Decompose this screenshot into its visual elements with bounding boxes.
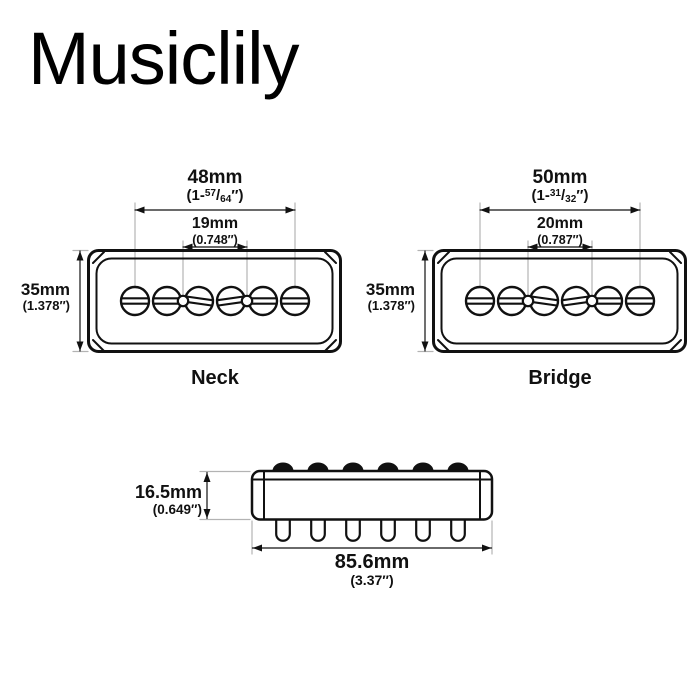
- neck-cover-inner: [95, 257, 334, 345]
- side-height-inch: (0.649″): [152, 502, 202, 518]
- bridge-pole-span-dimension: 50mm (1-31/32″): [460, 167, 660, 205]
- mounting-hole: [240, 294, 254, 308]
- side-extension-lines: [199, 470, 493, 555]
- bridge-pole-span-inch: (1-31/32″): [531, 187, 589, 206]
- bridge-cover-inner: [440, 257, 679, 345]
- neck-height-dimension: 35mm (1.378″): [0, 280, 70, 314]
- pole-screw-5: [247, 285, 279, 317]
- side-dimension-lines: [203, 471, 493, 552]
- side-length-mm: 85.6mm: [334, 551, 410, 573]
- neck-height-inch: (1.378″): [22, 298, 70, 314]
- bridge-height-dimension: 35mm (1.378″): [330, 280, 415, 314]
- neck-cover-outer: [87, 249, 342, 353]
- mounting-hole: [585, 294, 599, 308]
- neck-pole-span-mm: 48mm: [187, 167, 243, 188]
- neck-pole-span-inch: (1-57/64″): [186, 187, 244, 206]
- bridge-cover-outer: [432, 249, 687, 353]
- bridge-pole-span-mm: 50mm: [532, 167, 588, 188]
- side-body-outline: [250, 469, 494, 521]
- bridge-hole-span-mm: 20mm: [536, 215, 584, 232]
- neck-dimension-lines: [76, 206, 296, 352]
- neck-hole-span-dimension: 19mm (0.748″): [135, 215, 295, 247]
- pole-screw-2: [151, 285, 183, 317]
- side-length-dimension: 85.6mm (3.37″): [272, 551, 472, 589]
- neck-height-mm: 35mm: [20, 280, 70, 299]
- side-pole-legs: [275, 516, 466, 542]
- pole-screw-2: [496, 285, 528, 317]
- side-height-dimension: 16.5mm (0.649″): [95, 482, 202, 517]
- side-length-inch: (3.37″): [350, 572, 394, 589]
- brand-logo: Musiclily: [28, 17, 300, 100]
- neck-pole-span-dimension: 48mm (1-57/64″): [115, 167, 315, 205]
- pole-screw-6: [624, 285, 656, 317]
- pole-screw-1: [119, 285, 151, 317]
- side-height-mm: 16.5mm: [134, 482, 202, 502]
- neck-label: Neck: [191, 367, 239, 389]
- bridge-pole-screws: [464, 285, 656, 317]
- mounting-hole: [521, 294, 535, 308]
- bridge-hole-span-inch: (0.787″): [537, 232, 583, 247]
- bridge-hole-span-dimension: 20mm (0.787″): [480, 215, 640, 247]
- pole-screw-1: [464, 285, 496, 317]
- pole-screw-4: [215, 285, 247, 317]
- neck-corner-chamfers: [92, 251, 337, 352]
- neck-pickup-drawing: [72, 202, 342, 353]
- bridge-dimension-lines: [421, 206, 641, 352]
- mounting-hole: [176, 294, 190, 308]
- side-view-drawing: [199, 462, 494, 555]
- bridge-corner-chamfers: [437, 251, 682, 352]
- bridge-height-mm: 35mm: [365, 280, 415, 299]
- pole-screw-6: [279, 285, 311, 317]
- neck-pole-screws: [119, 285, 311, 317]
- side-pole-domes: [272, 462, 469, 471]
- bridge-height-inch: (1.378″): [367, 298, 415, 314]
- neck-hole-span-mm: 19mm: [191, 215, 239, 232]
- pole-screw-3: [528, 285, 560, 317]
- bridge-label: Bridge: [528, 367, 592, 389]
- neck-hole-span-inch: (0.748″): [192, 232, 238, 247]
- bridge-pickup-drawing: [417, 202, 687, 353]
